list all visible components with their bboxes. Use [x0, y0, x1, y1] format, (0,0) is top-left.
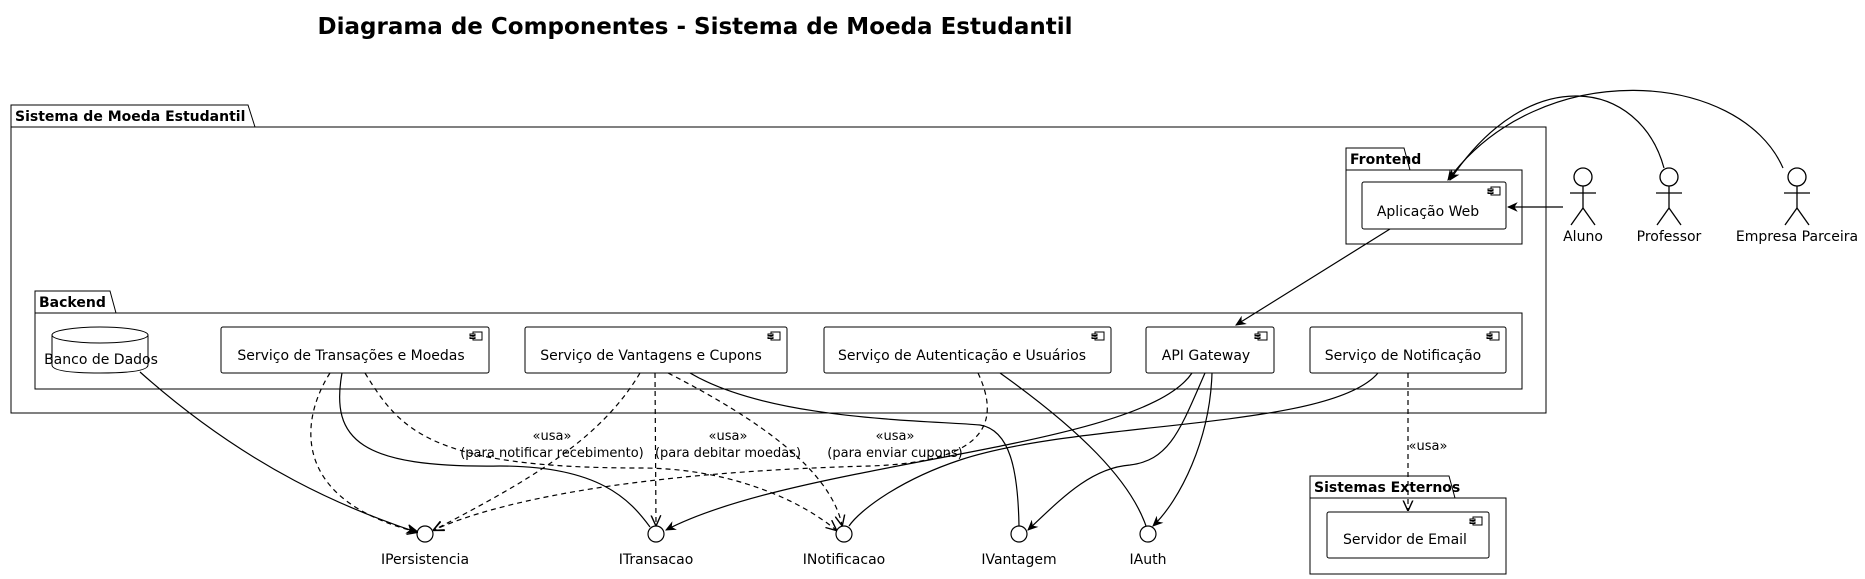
edge-label-coupons-text: (para enviar cupons) — [827, 446, 962, 461]
edge-gateway-ivantagem — [1027, 372, 1206, 531]
actor-professor[interactable] — [1656, 167, 1682, 226]
edge-advantages-itransacao — [655, 372, 656, 525]
edge-gateway-itransacao — [665, 372, 1193, 531]
edge-label-debit-text: (para debitar moedas) — [655, 446, 801, 461]
interface-auth-label: IAuth — [1130, 552, 1167, 568]
interface-persistence-label: IPersistencia — [381, 552, 469, 568]
edge-label-notify-stereo: «usa» — [533, 429, 572, 444]
edge-advantages-inotificacao — [667, 372, 842, 525]
component-email-server[interactable]: Servidor de Email — [1326, 511, 1490, 559]
interface-auth: IAuth — [1130, 525, 1167, 568]
package-external-label: Sistemas Externos — [1314, 480, 1460, 496]
edge-label-notify-text: (para notificar recebimento) — [460, 446, 644, 461]
interface-transaction: ITransacao — [619, 525, 694, 568]
interface-advantage: IVantagem — [981, 525, 1057, 568]
database-cylinder[interactable]: Banco de Dados — [44, 326, 158, 374]
diagram-title: Diagrama de Componentes - Sistema de Moe… — [318, 14, 1073, 40]
database-label: Banco de Dados — [44, 352, 158, 368]
edge-auth-persistence — [434, 372, 988, 530]
edge-webapp-gateway — [1235, 228, 1391, 326]
package-system-label: Sistema de Moeda Estudantil — [15, 109, 245, 125]
edge-label-debit-stereo: «usa» — [709, 429, 748, 444]
edge-transactions-inotificacao — [364, 372, 836, 530]
actor-professor-label: Professor — [1637, 229, 1702, 245]
edge-auth-iauth — [999, 372, 1147, 527]
edge-database-persistence — [139, 371, 418, 534]
edge-advantages-ivantagem — [689, 372, 1020, 527]
edge-transactions-itransacao — [339, 372, 651, 528]
edge-label-email-stereo: «usa» — [1409, 439, 1448, 454]
actor-student[interactable] — [1570, 167, 1596, 226]
component-advantages[interactable]: Serviço de Vantagens e Cupons — [524, 326, 788, 374]
component-gateway-label: API Gateway — [1162, 348, 1250, 364]
component-transactions-label: Serviço de Transações e Moedas — [237, 348, 464, 364]
package-frontend-label: Frontend — [1350, 152, 1421, 168]
component-advantages-label: Serviço de Vantagens e Cupons — [540, 348, 762, 364]
edge-company-webapp — [1447, 89, 1784, 181]
interface-notification: INotificacao — [803, 525, 885, 568]
interface-persistence: IPersistencia — [381, 525, 469, 568]
component-auth[interactable]: Serviço de Autenticação e Usuários — [823, 326, 1112, 374]
edge-advantages-persistence — [434, 372, 641, 530]
interface-advantage-label: IVantagem — [981, 552, 1056, 568]
actor-company-label: Empresa Parceira — [1736, 229, 1858, 245]
package-backend-label: Backend — [39, 295, 106, 311]
component-transactions[interactable]: Serviço de Transações e Moedas — [220, 326, 490, 374]
component-notification-label: Serviço de Notificação — [1325, 348, 1481, 364]
component-web-app-label: Aplicação Web — [1377, 204, 1479, 220]
component-email-server-label: Servidor de Email — [1343, 532, 1467, 548]
interface-notification-label: INotificacao — [803, 552, 885, 568]
component-web-app[interactable]: Aplicação Web — [1361, 181, 1507, 230]
component-notification[interactable]: Serviço de Notificação — [1309, 326, 1507, 374]
actor-company[interactable] — [1784, 167, 1810, 226]
edge-label-coupons-stereo: «usa» — [876, 429, 915, 444]
interface-transaction-label: ITransacao — [619, 552, 694, 568]
actor-student-label: Aluno — [1563, 229, 1603, 245]
component-gateway[interactable]: API Gateway — [1145, 326, 1275, 374]
edge-transactions-persistence — [310, 372, 417, 532]
edge-gateway-iauth — [1152, 372, 1213, 527]
edge-notification-inotificacao — [848, 372, 1379, 527]
component-auth-label: Serviço de Autenticação e Usuários — [838, 348, 1086, 364]
